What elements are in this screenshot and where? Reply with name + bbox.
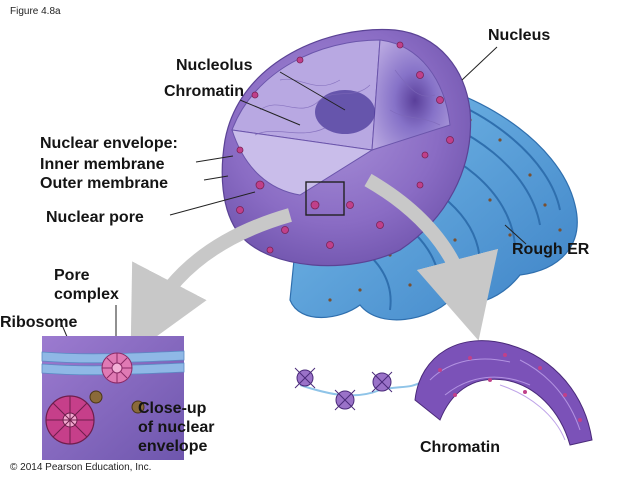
arrow-to-chromatin [364,173,499,341]
figure-caption: Figure 4.8a [10,6,61,17]
label-outer-membrane: Outer membrane [40,175,169,192]
nucleus-sphere [221,28,472,267]
label-nuclear-pore: Nuclear pore [46,209,144,226]
ribosome-1 [89,390,103,404]
large-pore-front [45,395,95,445]
label-chromatin-top: Chromatin [164,83,244,100]
label-nucleus: Nucleus [488,27,551,44]
label-nuclear-envelope: Nuclear envelope: [40,135,178,152]
cutaway-right [371,39,451,151]
pore-complex [101,352,133,384]
label-closeup: Close-up of nuclear envelope [138,400,215,455]
nucleolus [315,90,375,134]
chromatin-coil [414,340,593,446]
label-pore-complex: Pore complex [54,267,119,303]
label-chromatin-bottom: Chromatin [420,439,500,456]
copyright-note: © 2014 Pearson Education, Inc. [10,462,152,473]
arrow-to-closeup [130,208,292,356]
closeup-selection-box [305,181,345,216]
label-ribosome: Ribosome [0,314,78,331]
label-nucleolus: Nucleolus [176,57,253,74]
chromatin-fiber [294,340,593,446]
label-rough-er: Rough ER [512,241,590,258]
closeup-panel [41,336,185,460]
ribosome-2 [131,400,145,414]
label-inner-membrane: Inner membrane [40,156,165,173]
